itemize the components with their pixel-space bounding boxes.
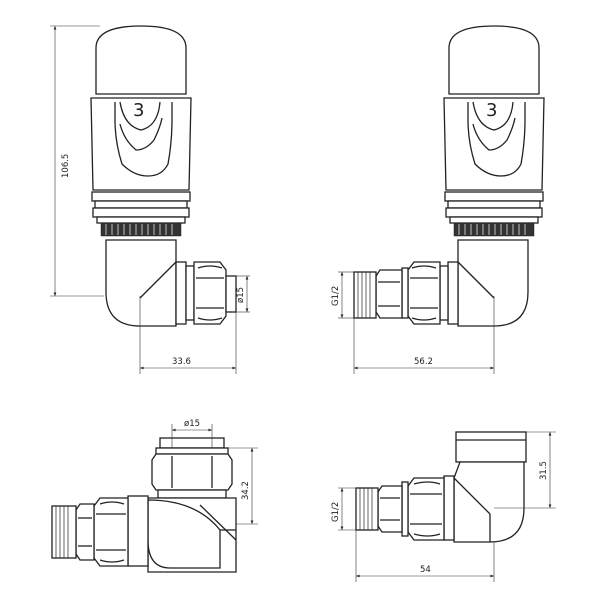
dim-height-label: 34.2 <box>241 481 251 500</box>
dim-pipe-dia-label: ø15 <box>236 287 246 303</box>
dim-thread-label: G1/2 <box>331 286 341 306</box>
dim-thread-label: G1/2 <box>331 502 341 522</box>
dim-width-label: 54 <box>420 565 431 575</box>
knob-number: 3 <box>486 100 497 121</box>
view-top-left: ø15 34.2 <box>51 419 258 573</box>
view-front-right: 3 <box>331 25 545 374</box>
dim-width-label: 56.2 <box>414 357 433 367</box>
dim-height-label: 106.5 <box>61 154 71 178</box>
dim-pipe-dia-label: ø15 <box>184 419 200 429</box>
view-front-left: 3 <box>50 25 250 374</box>
dim-width-label: 33.6 <box>172 357 191 367</box>
view-bottom-right: G1/2 31.5 54 <box>331 431 556 582</box>
dim-height-label: 31.5 <box>539 461 549 480</box>
knob-number: 3 <box>133 100 144 121</box>
